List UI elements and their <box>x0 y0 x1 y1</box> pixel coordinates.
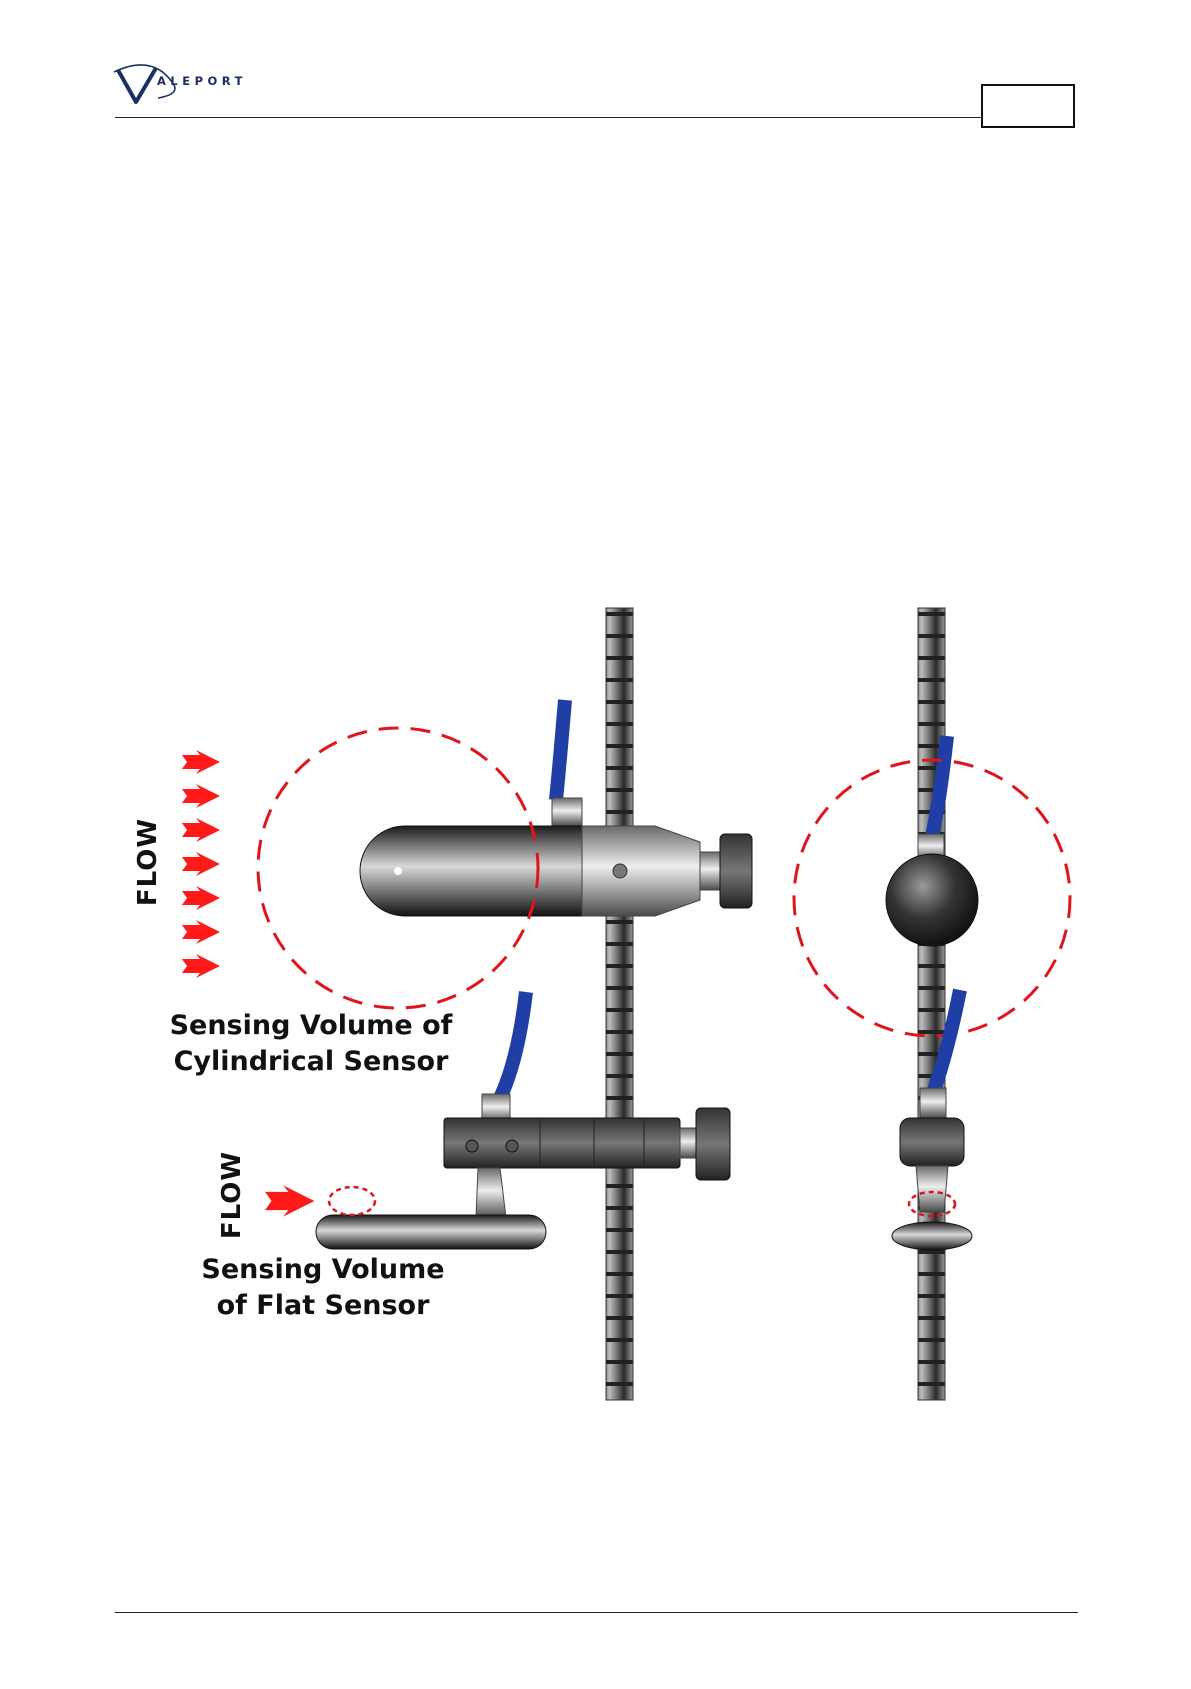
cylindrical-sensor <box>360 700 752 916</box>
cylindrical-caption-line1: Sensing Volume of <box>150 1008 472 1044</box>
left-rod <box>606 608 633 1400</box>
flow-label-bottom: FLOW <box>217 1151 247 1239</box>
flow-label-top: FLOW <box>133 818 163 906</box>
cylindrical-caption: Sensing Volume of Cylindrical Sensor <box>150 1008 472 1080</box>
flat-caption-line2: of Flat Sensor <box>180 1288 466 1324</box>
flat-sensing-volume <box>329 1187 375 1215</box>
right-rod <box>918 608 945 1400</box>
flow-arrows-top <box>182 750 220 978</box>
flow-arrow-bottom <box>265 1185 314 1216</box>
cylindrical-caption-line2: Cylindrical Sensor <box>150 1044 472 1080</box>
flat-caption-line1: Sensing Volume <box>180 1252 466 1288</box>
flat-caption: Sensing Volume of Flat Sensor <box>180 1252 466 1324</box>
